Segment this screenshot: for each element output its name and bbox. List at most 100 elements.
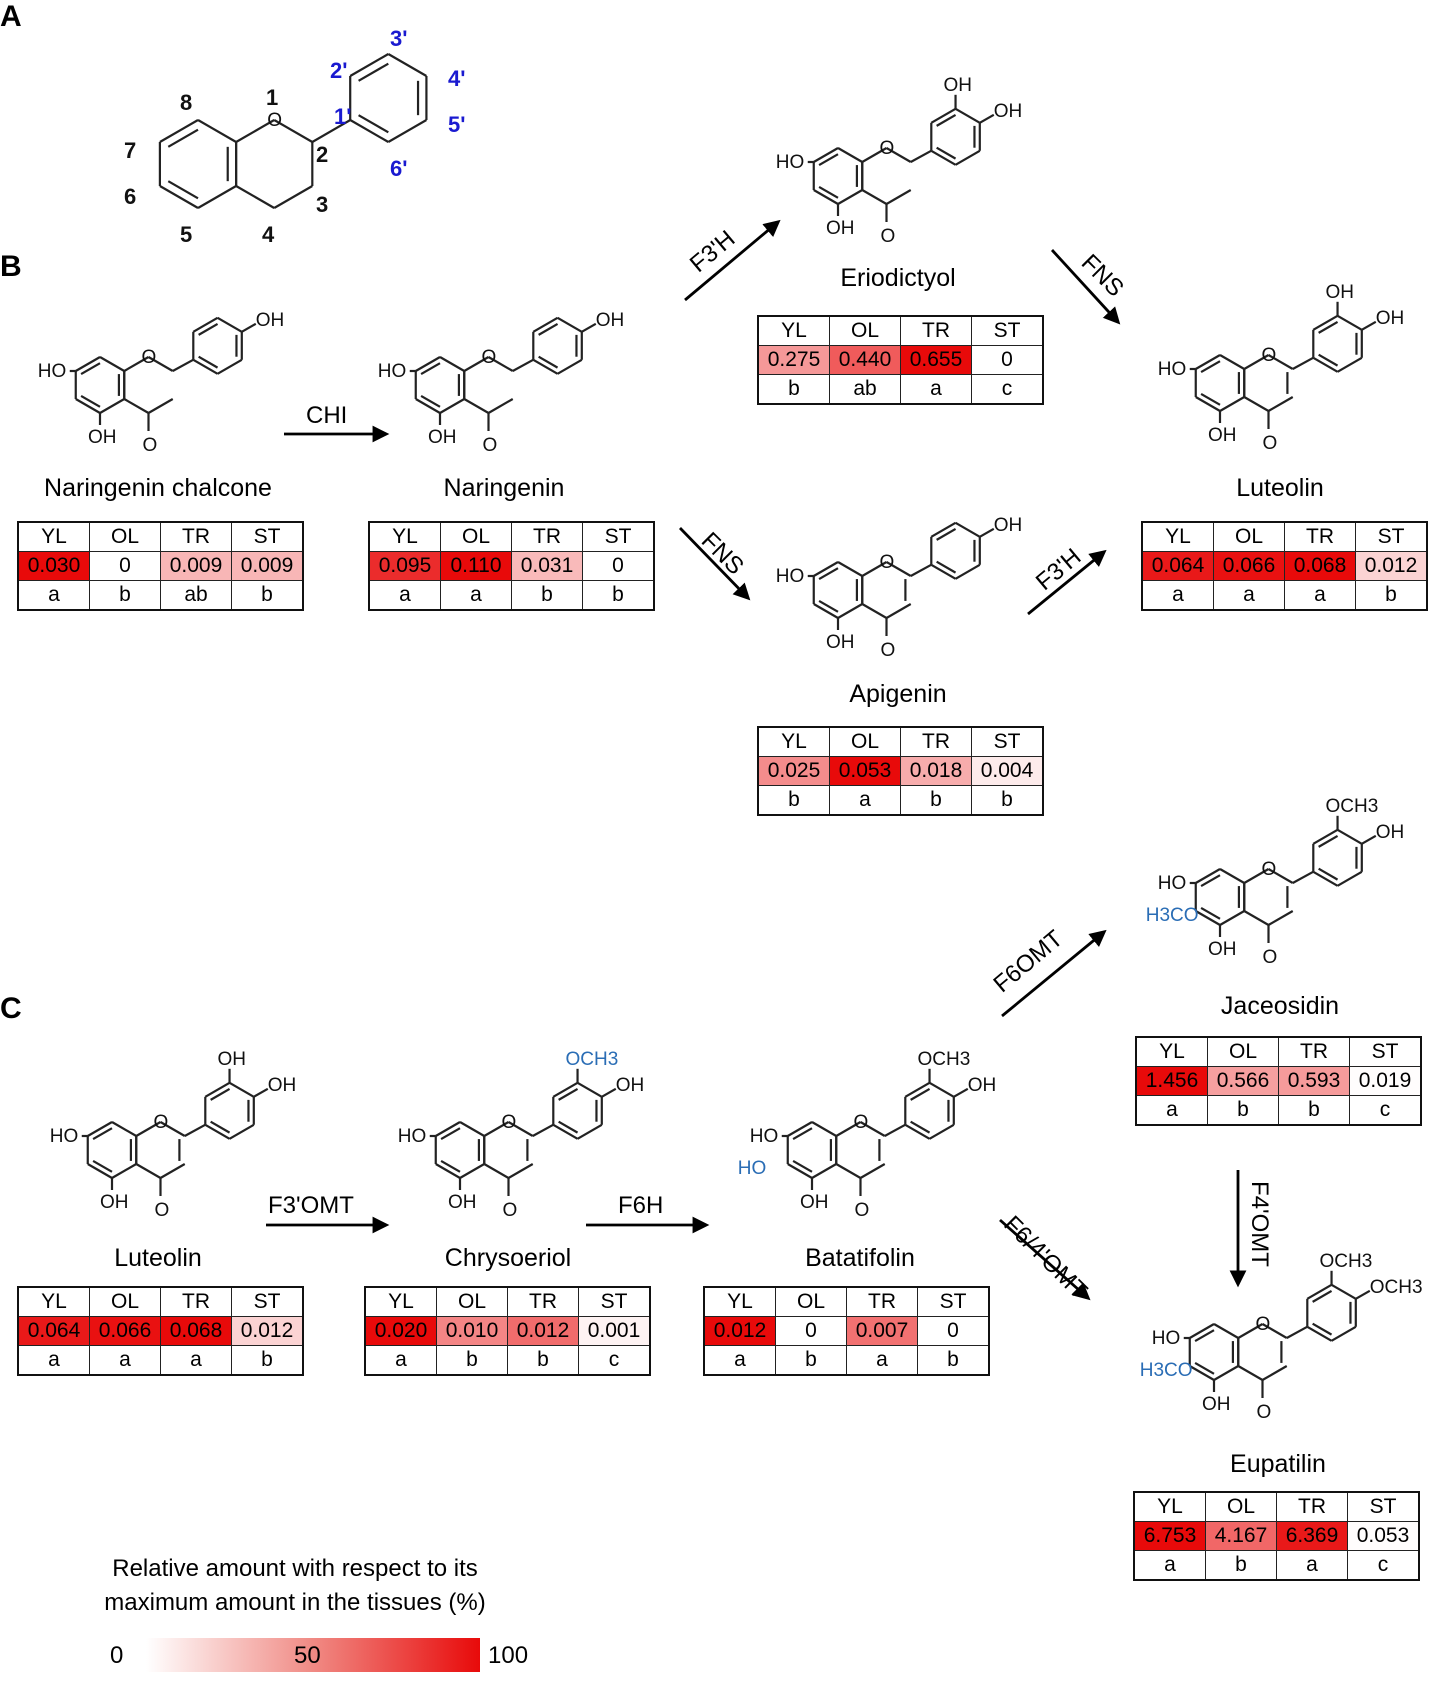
table-value-cell: 0.031 xyxy=(511,551,583,581)
atom-number: 6 xyxy=(124,184,137,209)
svg-text:OH: OH xyxy=(448,1192,477,1213)
table-value-cell: 0.053 xyxy=(1347,1521,1420,1551)
table-column-header: OL xyxy=(89,1286,161,1317)
table-letter-cell: a xyxy=(1135,1095,1208,1126)
table-value-cell: 0.009 xyxy=(231,551,304,581)
legend-tick-100: 100 xyxy=(488,1642,529,1669)
table-letter-cell: b xyxy=(1207,1095,1279,1126)
svg-text:HO: HO xyxy=(38,361,67,382)
svg-text:O: O xyxy=(1261,859,1276,880)
table-value-cell: 0.012 xyxy=(231,1316,304,1346)
table-column-header: YL xyxy=(1141,521,1214,552)
svg-text:OCH3: OCH3 xyxy=(566,1049,619,1070)
table-letter-cell: b xyxy=(89,580,161,611)
table-letter-cell: b xyxy=(511,580,583,611)
table-value-cell: 0.064 xyxy=(17,1316,90,1346)
table-value-cell: 0.012 xyxy=(1355,551,1428,581)
svg-text:O: O xyxy=(502,1200,517,1221)
table-letter-cell: c xyxy=(578,1345,651,1376)
table-letter-cell: a xyxy=(17,1345,90,1376)
table-column-header: TR xyxy=(846,1286,918,1317)
svg-text:O: O xyxy=(1261,345,1276,366)
table-letter-cell: b xyxy=(231,1345,304,1376)
svg-text:HO: HO xyxy=(378,361,407,382)
table-column-header: YL xyxy=(757,315,830,346)
table-value-cell: 0.007 xyxy=(846,1316,918,1346)
table-letter-cell: ab xyxy=(160,580,232,611)
table-column-header: TR xyxy=(160,521,232,552)
table-value-cell: 0.012 xyxy=(507,1316,579,1346)
svg-text:O: O xyxy=(267,110,282,131)
table-column-header: TR xyxy=(160,1286,232,1317)
table-value-cell: 0.012 xyxy=(703,1316,776,1346)
enzyme-label-f3omt: F3'OMT xyxy=(268,1192,354,1219)
table-column-header: TR xyxy=(507,1286,579,1317)
compound-name: Eriodictyol xyxy=(840,264,956,292)
svg-text:O: O xyxy=(880,640,895,661)
svg-text:O: O xyxy=(879,138,894,159)
table-letter-cell: a xyxy=(17,580,90,611)
table-value-cell: 6.369 xyxy=(1276,1521,1348,1551)
atom-number: 6' xyxy=(390,156,408,181)
atom-number: 4 xyxy=(262,222,275,247)
svg-text:OH: OH xyxy=(944,75,973,96)
compound-name: Naringenin chalcone xyxy=(44,474,272,502)
table-value-cell: 0.068 xyxy=(160,1316,232,1346)
table-column-header: TR xyxy=(511,521,583,552)
legend-tick-50: 50 xyxy=(294,1642,321,1669)
table-letter-cell: c xyxy=(971,374,1044,405)
svg-text:O: O xyxy=(141,347,156,368)
table-column-header: YL xyxy=(703,1286,776,1317)
svg-text:OH: OH xyxy=(88,427,117,448)
svg-text:HO: HO xyxy=(1152,1328,1181,1349)
svg-text:OH: OH xyxy=(596,310,625,331)
table-column-header: ST xyxy=(231,521,304,552)
svg-text:OCH3: OCH3 xyxy=(1326,796,1379,817)
table-column-header: ST xyxy=(1355,521,1428,552)
atom-number: 5 xyxy=(180,222,193,247)
table-column-header: OL xyxy=(436,1286,508,1317)
legend-tick-0: 0 xyxy=(110,1642,124,1669)
svg-text:O: O xyxy=(1255,1314,1270,1335)
table-column-header: YL xyxy=(1133,1491,1206,1522)
table-letter-cell: a xyxy=(440,580,512,611)
svg-text:OH: OH xyxy=(1376,822,1405,843)
table-column-header: YL xyxy=(1135,1036,1208,1067)
atom-number: 3' xyxy=(390,26,408,51)
svg-text:HO: HO xyxy=(750,1126,779,1147)
legend-line-1: Relative amount with respect to its xyxy=(112,1555,478,1582)
atom-number: 1' xyxy=(334,104,352,129)
atom-number: 7 xyxy=(124,138,137,163)
panel-label-b: B xyxy=(0,250,22,283)
svg-text:HO: HO xyxy=(776,566,805,587)
svg-text:OH: OH xyxy=(826,218,855,239)
table-column-header: ST xyxy=(971,726,1044,757)
table-value-cell: 0 xyxy=(89,551,161,581)
enzyme-label-f4omt: F4'OMT xyxy=(1245,1181,1273,1267)
svg-text:OH: OH xyxy=(616,1075,645,1096)
table-value-cell: 0.066 xyxy=(89,1316,161,1346)
svg-text:O: O xyxy=(501,1112,516,1133)
table-letter-cell: b xyxy=(1278,1095,1350,1126)
svg-text:OCH3: OCH3 xyxy=(1370,1277,1423,1298)
atom-number: 4' xyxy=(448,66,466,91)
svg-text:HO: HO xyxy=(1158,873,1187,894)
